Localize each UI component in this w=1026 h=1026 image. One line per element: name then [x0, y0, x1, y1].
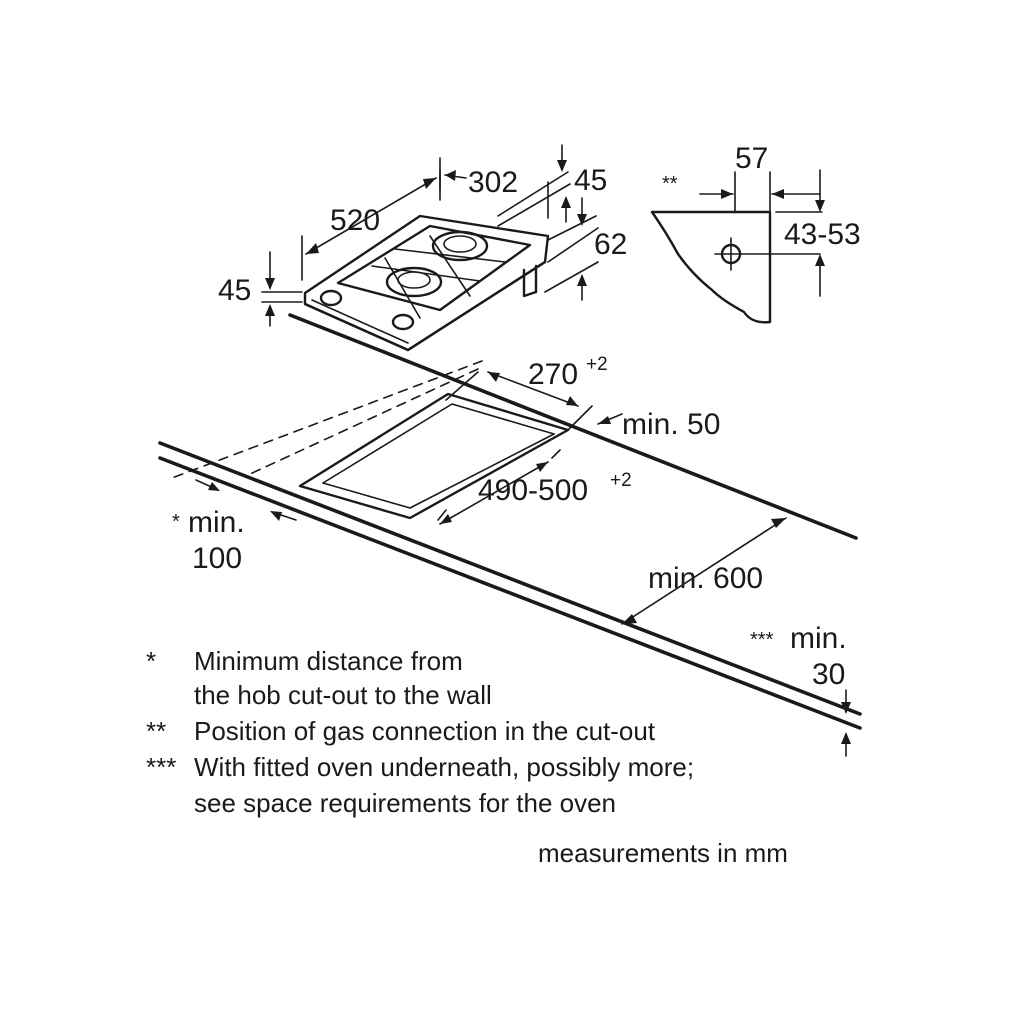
dim-hob-top-height: 45 [574, 164, 607, 197]
dim-hob-width: 302 [468, 166, 518, 199]
dim-rear-min: min. 50 [622, 408, 720, 441]
note-3-line-1: With fitted oven underneath, possibly mo… [194, 752, 694, 782]
note-2-line-1: Position of gas connection in the cut-ou… [194, 716, 656, 746]
wall-min-marker: * [172, 511, 180, 533]
rear-burner-icon [431, 230, 489, 262]
note-marker-1: * [146, 646, 156, 676]
dim-worktop-min: min. 600 [648, 562, 763, 595]
dim-connection-offset: 57 [735, 142, 768, 175]
dim-under-min-label: min. [790, 622, 847, 655]
note-1-line-2: the hob cut-out to the wall [194, 680, 492, 710]
gas-connection-detail: ** 57 43-53 [650, 142, 861, 324]
note-marker-2: ** [146, 716, 166, 746]
knob-left-icon [319, 289, 343, 307]
note-marker-3: *** [146, 752, 176, 782]
notes-legend: * Minimum distance from the hob cut-out … [146, 646, 788, 868]
dim-cutout-depth: 490-500 [478, 474, 588, 507]
hob-drawing: 302 520 45 62 45 [218, 144, 627, 352]
dim-wall-min-label: min. [188, 506, 245, 539]
dim-cutout-width: 270 [528, 358, 578, 391]
dim-hob-depth: 520 [330, 204, 380, 237]
under-min-marker: *** [750, 629, 774, 651]
note-1-line-1: Minimum distance from [194, 646, 463, 676]
dim-cutout-width-tolerance: +2 [586, 354, 608, 375]
front-burner-icon [385, 266, 443, 298]
connection-marker: ** [662, 173, 678, 195]
dim-cutout-depth-tolerance: +2 [610, 470, 632, 491]
dim-under-min-value: 30 [812, 658, 845, 691]
note-3-line-2: see space requirements for the oven [194, 788, 616, 818]
dim-connection-height: 43-53 [784, 218, 861, 251]
dim-wall-min-value: 100 [192, 542, 242, 575]
worktop-drawing: 270 +2 min. 50 490-500 +2 * min. 100 min… [158, 313, 862, 757]
knob-front-icon [391, 313, 415, 331]
units-note: measurements in mm [538, 838, 788, 868]
dim-hob-body-depth: 62 [594, 228, 627, 261]
dim-hob-side-height: 45 [218, 274, 251, 307]
